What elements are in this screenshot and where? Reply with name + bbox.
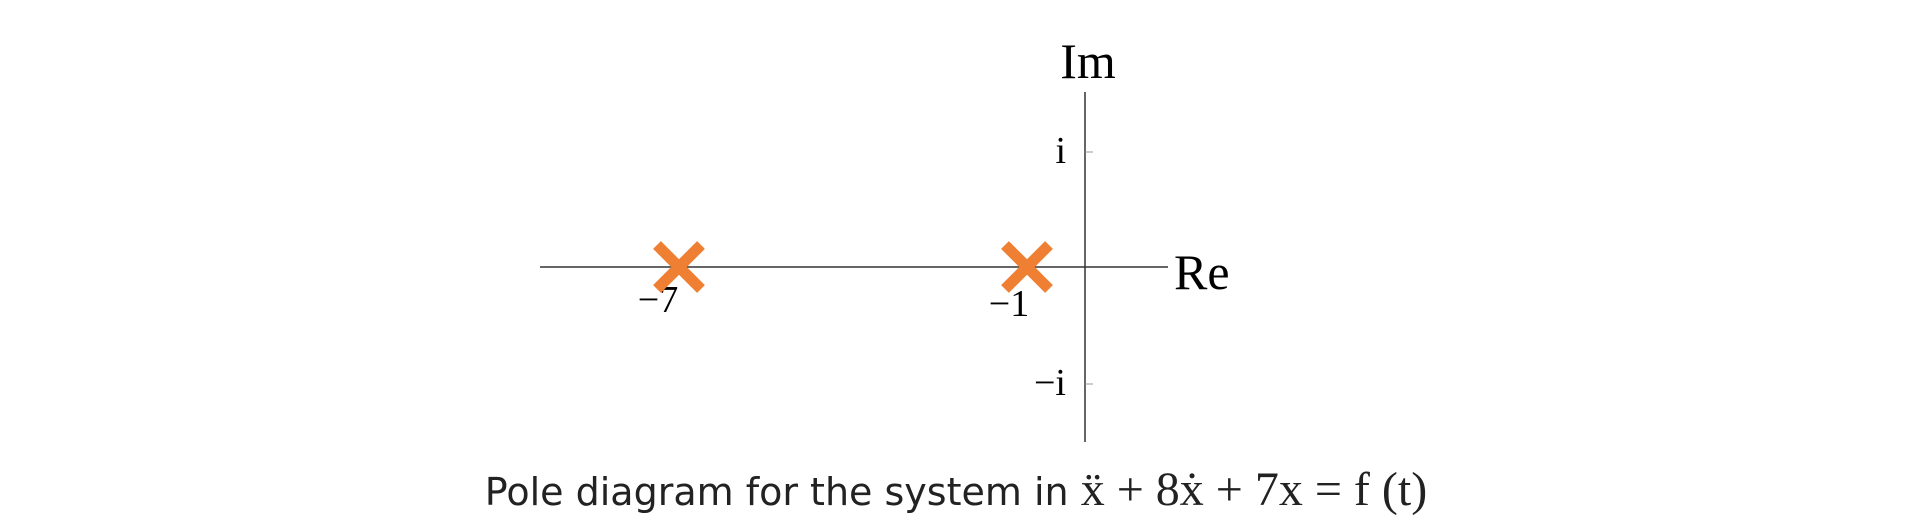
caption-text: Pole diagram for the system in — [484, 470, 1069, 514]
imag-tick-label-minus-i: −i — [1034, 362, 1066, 404]
pole-stroke — [653, 241, 705, 293]
caption: Pole diagram for the system in ẍ + 8ẋ … — [0, 462, 1912, 517]
pole-marker-1 — [653, 241, 705, 293]
pole-stroke — [1001, 241, 1053, 293]
pole-marker-2 — [1001, 241, 1053, 293]
poles-layer — [653, 241, 1053, 293]
imag-axis-label: Im — [1060, 33, 1116, 89]
real-axis-label: Re — [1174, 244, 1230, 300]
imag-tick-label-i: i — [1055, 130, 1066, 172]
pole-diagram: Im Re i −i −7 −1 — [540, 33, 1230, 442]
caption-equation: ẍ + 8ẋ + 7x = f (t) — [1080, 463, 1428, 516]
